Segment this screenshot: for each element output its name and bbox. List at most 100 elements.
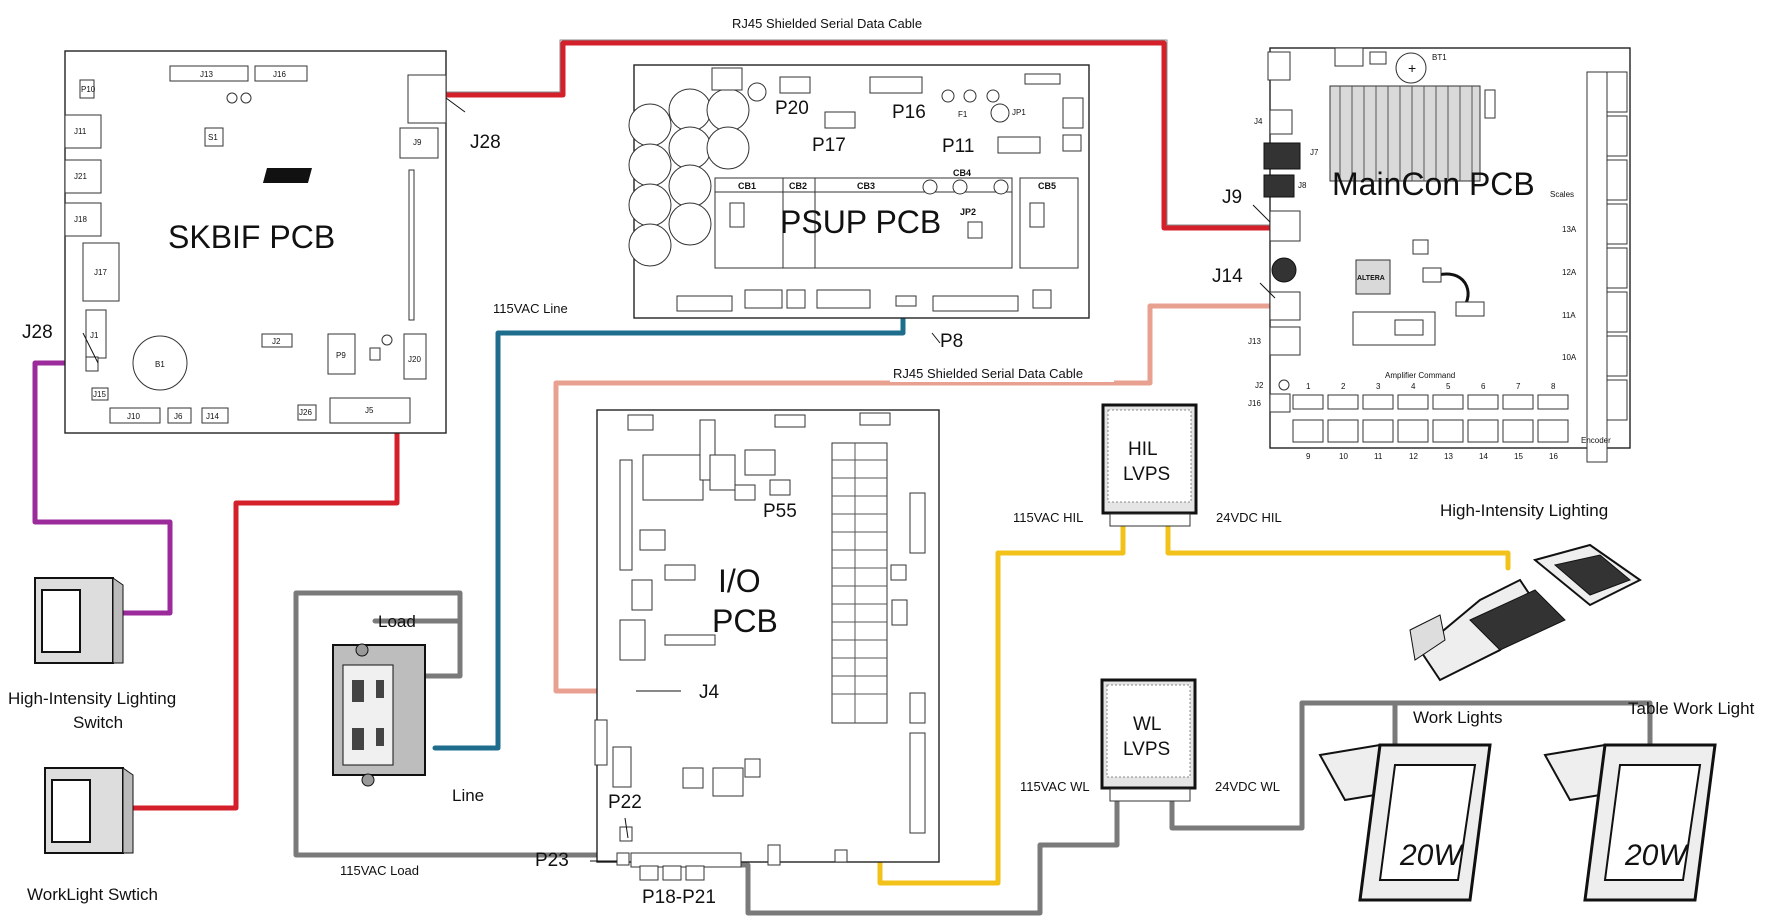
wire-rj45-skbif-maincon	[443, 40, 1273, 231]
board-title-io-line1: I/O	[718, 563, 761, 599]
label-j2-maincon: J2	[1255, 381, 1264, 390]
label-cb4: CB4	[953, 168, 971, 178]
amp-num: 10	[1339, 452, 1348, 461]
label-j6: J6	[174, 412, 183, 421]
label-cb1: CB1	[738, 181, 756, 191]
label-f1: F1	[958, 110, 968, 119]
label-j10: J10	[127, 412, 140, 421]
label-p17: P17	[812, 135, 846, 156]
amp-num: 2	[1341, 382, 1346, 391]
label-j28-left: J28	[22, 322, 53, 343]
label-j18: J18	[74, 215, 87, 224]
label-jp2: JP2	[960, 207, 976, 217]
label-j15: J15	[93, 390, 106, 399]
label-12a: 12A	[1562, 268, 1577, 277]
label-jp1: JP1	[1012, 108, 1026, 117]
label-j2: J2	[272, 337, 281, 346]
hil-lvps-line2: LVPS	[1123, 464, 1170, 485]
maincon-pcb: + BT1 J4 J7 J8 J13 J2 J16 ALTERA	[1248, 47, 1631, 463]
amp-num: 7	[1516, 382, 1521, 391]
label-amplifier-command: Amplifier Command	[1385, 371, 1455, 380]
label-j5: J5	[365, 406, 374, 415]
label-bt1: BT1	[1432, 53, 1447, 62]
label-13a: 13A	[1562, 225, 1577, 234]
label-p18-p21: P18-P21	[642, 887, 716, 908]
label-115vac-wl: 115VAC WL	[1020, 779, 1090, 794]
hil-lvps-line1: HIL	[1128, 439, 1158, 460]
table-work-light-rating: 20W	[1624, 839, 1689, 872]
wire-hil-switch	[32, 360, 173, 616]
svg-text:+: +	[1408, 60, 1416, 76]
amp-num: 3	[1376, 382, 1381, 391]
label-p8: P8	[940, 331, 963, 352]
work-light-rating: 20W	[1399, 839, 1464, 872]
label-rj45-top: RJ45 Shielded Serial Data Cable	[732, 16, 922, 31]
label-rj45-mid: RJ45 Shielded Serial Data Cable	[893, 366, 1083, 381]
wire-24vdc-hil	[1165, 524, 1511, 571]
wl-lvps: WL LVPS	[1100, 678, 1197, 802]
label-24vdc-hil: 24VDC HIL	[1216, 510, 1282, 525]
amp-num: 15	[1514, 452, 1523, 461]
amp-num: 16	[1549, 452, 1558, 461]
label-worklight-switch: WorkLight Swtich	[27, 885, 158, 904]
label-11a: 11A	[1562, 311, 1576, 320]
label-p23: P23	[535, 850, 569, 871]
psup-capacitors	[628, 88, 750, 267]
amp-num: 14	[1479, 452, 1488, 461]
label-115vac-hil: 115VAC HIL	[1013, 510, 1083, 525]
hil-lvps: HIL LVPS	[1101, 403, 1198, 527]
label-cb3: CB3	[857, 181, 875, 191]
label-j16: J16	[273, 70, 286, 79]
label-j9: J9	[413, 138, 422, 147]
label-j1: J1	[90, 331, 99, 340]
skbif-pcb: J13 J16 P10 J11 S1 J21 J18 J17 HAAS J9 J…	[64, 50, 447, 434]
work-light: 20W	[1318, 743, 1492, 902]
label-table-work-light: Table Work Light	[1628, 699, 1755, 718]
amp-num: 11	[1374, 452, 1383, 461]
wl-lvps-line2: LVPS	[1123, 739, 1170, 760]
label-cb2: CB2	[789, 181, 807, 191]
amp-num: 4	[1411, 382, 1416, 391]
label-j13-maincon: J13	[1248, 337, 1261, 346]
amp-bottom-numbers: 9 10 11 12 13 14 15 16	[1306, 452, 1558, 461]
label-line: Line	[452, 786, 484, 805]
label-cb5: CB5	[1038, 181, 1056, 191]
label-j21: J21	[74, 172, 87, 181]
label-j13: J13	[200, 70, 213, 79]
maincon-side-connectors	[1586, 71, 1628, 463]
label-j28-top: J28	[470, 132, 501, 153]
board-title-io-line2: PCB	[712, 603, 778, 639]
label-p10: P10	[81, 85, 96, 94]
label-p9: P9	[336, 351, 346, 360]
callout-lines	[82, 97, 1276, 862]
amp-num: 5	[1446, 382, 1451, 391]
outlet	[332, 643, 426, 787]
label-115vac-line: 115VAC Line	[493, 301, 568, 316]
label-j17: J17	[94, 268, 107, 277]
wire-115vac-load	[293, 590, 630, 858]
label-j7: J7	[1310, 148, 1319, 157]
label-j4-maincon: J4	[1254, 117, 1263, 126]
io-pcb: I/O PCB	[594, 409, 940, 881]
psup-pcb: F1 JP1 CB1 CB2 CB3 CB4 CB5 JP2 PSUP PCB	[628, 64, 1090, 319]
amp-num: 12	[1409, 452, 1418, 461]
label-haas: HAAS	[318, 172, 346, 183]
table-work-light: 20W	[1543, 743, 1717, 902]
wire-load-outlet	[372, 618, 463, 679]
board-title-psup: PSUP PCB	[780, 204, 941, 240]
label-p22: P22	[608, 792, 642, 813]
high-intensity-light	[1409, 543, 1642, 682]
label-encoder: Encoder	[1581, 436, 1611, 445]
wire-rj45-maincon-io	[553, 303, 1273, 694]
label-j14: J14	[206, 412, 219, 421]
amp-num: 13	[1444, 452, 1453, 461]
label-s1: S1	[208, 133, 218, 142]
amp-num: 8	[1551, 382, 1556, 391]
label-j20: J20	[408, 355, 421, 364]
wire-24vdc-wl	[1169, 700, 1398, 831]
label-load: Load	[378, 612, 416, 631]
label-hil-switch-line2: Switch	[73, 713, 123, 732]
label-p11: P11	[942, 136, 974, 157]
io-relays	[831, 442, 888, 724]
label-j14: J14	[1212, 266, 1243, 287]
